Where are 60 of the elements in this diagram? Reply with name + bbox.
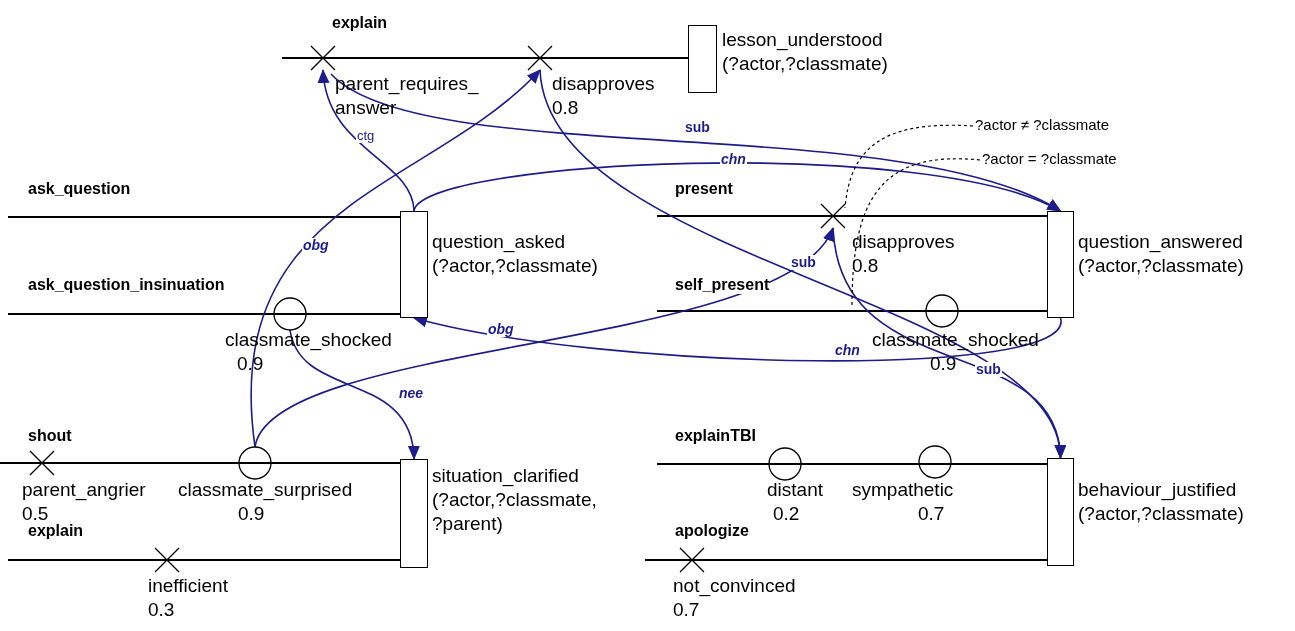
goal-arguments: (?actor,?classmate) xyxy=(432,254,598,278)
goal-name: behaviour_justified xyxy=(1078,478,1237,502)
action-label: present xyxy=(675,180,733,198)
goal-name: question_asked xyxy=(432,230,566,254)
action-line xyxy=(656,463,1048,465)
condition-text: ?actor = ?classmate xyxy=(982,150,1117,168)
effect-name: distant xyxy=(767,478,823,502)
probability-value: 0.2 xyxy=(773,502,800,526)
effect-name: sympathetic xyxy=(852,478,954,502)
goal-name: situation_clarified xyxy=(432,464,579,488)
edge-label: obg xyxy=(487,322,515,337)
edge-label: chn xyxy=(720,152,747,167)
condition-text: ?actor ≠ ?classmate xyxy=(975,116,1110,134)
probability-value: 0.9 xyxy=(238,502,265,526)
goal-arguments: (?actor,?classmate) xyxy=(1078,254,1244,278)
action-line xyxy=(7,313,401,315)
goal-arguments: (?actor,?classmate) xyxy=(722,52,888,76)
probability-value: 0.9 xyxy=(930,352,957,376)
effect-name: disapproves xyxy=(852,230,955,254)
goal-name: lesson_understood xyxy=(722,28,883,52)
goal-name: question_answered xyxy=(1078,230,1243,254)
arrow xyxy=(413,162,1062,212)
action-label: apologize xyxy=(675,522,749,540)
action-line xyxy=(281,57,689,59)
arrow xyxy=(832,227,1065,459)
probability-value: 0.7 xyxy=(918,502,945,526)
edge-label: sub xyxy=(975,362,1002,377)
probability-value: 0.8 xyxy=(852,254,879,278)
effect-name: disapproves xyxy=(552,72,655,96)
effect-name: not_convinced xyxy=(673,574,796,598)
probability-value: 0.5 xyxy=(22,502,49,524)
action-label: ask_question xyxy=(28,180,131,198)
action-line xyxy=(656,215,1048,217)
action-line xyxy=(0,462,401,464)
action-line xyxy=(7,216,401,218)
action-label: explain xyxy=(332,14,388,32)
action-line xyxy=(644,559,1048,561)
probability-value: 0.3 xyxy=(148,598,175,622)
goal-arguments: (?actor,?classmate) xyxy=(1078,502,1244,526)
goal-arguments: (?actor,?classmate, ?parent) xyxy=(432,488,598,536)
action-line xyxy=(7,559,401,561)
action-label: explain xyxy=(28,522,84,540)
leader-line xyxy=(844,124,974,209)
effect-name: parent_angrier xyxy=(22,478,146,502)
action-label: explainTBI xyxy=(675,427,756,445)
leader-line xyxy=(851,158,981,307)
arrow xyxy=(254,227,834,448)
probability-value: 0.7 xyxy=(673,598,700,622)
edge-label: chn xyxy=(834,343,861,358)
edge-label: sub xyxy=(684,120,711,135)
effect-name: inefficient xyxy=(148,574,228,598)
action-line xyxy=(656,310,1048,312)
effect-name: classmate_surprised xyxy=(178,478,353,502)
edge-label: sub xyxy=(790,255,817,270)
edge-label: ctg xyxy=(356,128,376,143)
arrow xyxy=(250,69,541,448)
action-label: ask_question_insinuation xyxy=(28,276,225,294)
probability-value: 0.8 xyxy=(552,96,579,120)
action-label: self_present xyxy=(675,276,770,294)
edge-label: obg xyxy=(302,238,330,253)
